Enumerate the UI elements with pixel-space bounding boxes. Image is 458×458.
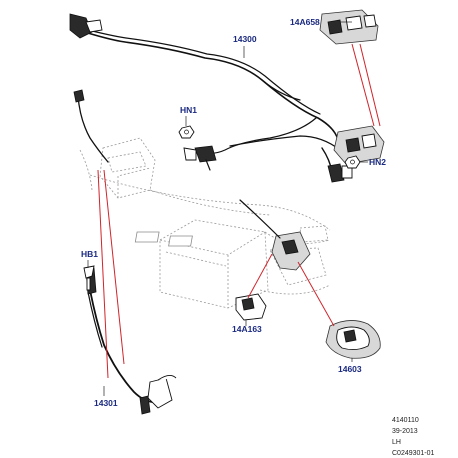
- footer-line-4: C0249301-01: [392, 450, 435, 457]
- nut-HN1: [178, 125, 195, 139]
- callout-14A163: 14A163: [232, 324, 262, 334]
- fuse-box-ghost: [99, 137, 156, 199]
- leader-lines: [87, 21, 381, 396]
- leader-14A658-red-1: [351, 43, 375, 127]
- terminal-module-14A658: [319, 9, 379, 45]
- leader-14A658-red-2: [359, 43, 381, 127]
- bolt-HB1: [83, 265, 95, 291]
- terminal-module-lower: [321, 125, 385, 183]
- cover-14603: [325, 320, 381, 359]
- callout-14300: 14300: [233, 34, 257, 44]
- callout-HN2: HN2: [369, 157, 386, 167]
- battery-ghost: [134, 219, 269, 309]
- nut-HN2: [344, 155, 361, 169]
- battery-terminal-assembly: [239, 199, 311, 271]
- callout-14603: 14603: [338, 364, 362, 374]
- callout-14301: 14301: [94, 398, 118, 408]
- leader-14603-red: [297, 261, 335, 327]
- footer-line-1: 4140110: [392, 417, 419, 424]
- footer-line-2: 39-2013: [392, 428, 418, 435]
- body-outline-ghost: [79, 149, 331, 295]
- harness-14300: [69, 13, 341, 171]
- clip-14A163: [235, 293, 267, 321]
- footer-reference: 4140110 39-2013 LH C0249301-01: [392, 417, 435, 457]
- callout-14A658: 14A658: [290, 17, 320, 27]
- leader-14301-red-1: [97, 169, 109, 379]
- footer-line-3: LH: [392, 439, 401, 446]
- callout-HB1: HB1: [81, 249, 98, 259]
- leader-14301-red-2: [103, 169, 125, 365]
- callout-HN1: HN1: [180, 105, 197, 115]
- leader-14A163-red: [247, 253, 273, 299]
